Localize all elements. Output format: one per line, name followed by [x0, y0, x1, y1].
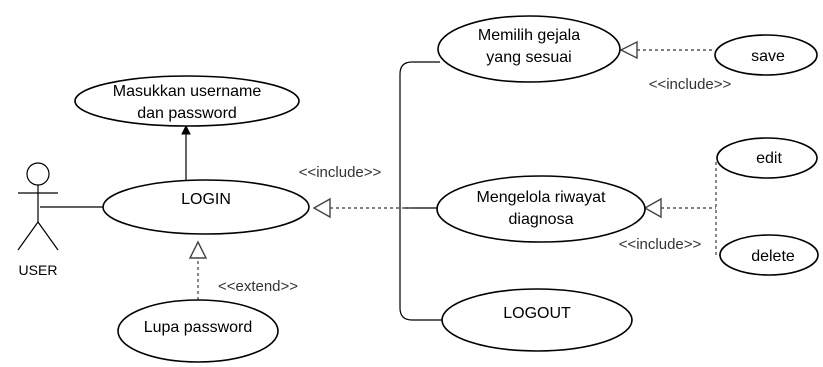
usecase-memilih-line2: yang sesuai — [486, 49, 571, 66]
usecase-mengelola-shape — [436, 175, 646, 243]
usecase-masukkan-shape — [74, 75, 300, 127]
usecase-mengelola-line1: Mengelola riwayat — [477, 189, 607, 206]
extend-label: <<extend>> — [218, 278, 298, 295]
usecase-delete-shape — [719, 234, 819, 276]
usecase-mengelola-line2: diagnosa — [509, 211, 574, 228]
extend-arrowhead — [188, 240, 208, 259]
edit-delete-bracket — [715, 161, 734, 256]
actor-head — [26, 162, 50, 186]
include-label-edit-delete: <<include>> — [619, 236, 702, 253]
usecase-delete: delete — [719, 234, 819, 276]
usecase-memilih: Memilih gejala yang sesuai — [437, 15, 621, 83]
usecase-save-shape — [714, 34, 818, 76]
usecase-login-shape — [102, 179, 310, 235]
include-bracket — [399, 61, 442, 321]
usecase-save: save — [714, 34, 818, 76]
usecase-edit-shape — [716, 137, 818, 179]
actor-left-leg — [17, 221, 39, 251]
usecase-edit: edit — [716, 137, 818, 179]
usecase-login-label: LOGIN — [181, 191, 231, 208]
usecase-masukkan-line1: Masukkan username — [113, 83, 262, 100]
usecase-delete-label: delete — [751, 248, 795, 265]
usecase-edit-label: edit — [756, 150, 782, 167]
actor-user: USER — [17, 162, 59, 278]
usecase-logout-shape — [441, 288, 633, 352]
include-edit-delete-arrowhead — [643, 197, 662, 219]
usecase-login: LOGIN — [102, 179, 310, 235]
usecase-memilih-shape — [437, 15, 621, 83]
usecase-lupa-shape — [117, 299, 279, 363]
usecase-logout-label: LOGOUT — [503, 305, 571, 322]
usecase-masukkan: Masukkan username dan password — [74, 75, 300, 127]
arrowhead-masukkan — [181, 124, 191, 135]
usecase-mengelola: Mengelola riwayat diagnosa — [436, 175, 646, 243]
include-label-login: <<include>> — [299, 164, 382, 181]
usecase-lupa-password: Lupa password — [117, 299, 279, 363]
usecase-lupa-label: Lupa password — [144, 319, 253, 336]
actor-label: USER — [19, 262, 58, 278]
usecase-logout: LOGOUT — [441, 288, 633, 352]
usecase-save-label: save — [751, 48, 785, 65]
include-login-arrowhead — [312, 197, 331, 219]
include-label-save: <<include>> — [649, 76, 732, 93]
usecase-masukkan-line2: dan password — [137, 105, 237, 122]
include-save-arrowhead — [619, 40, 638, 60]
usecase-memilih-line1: Memilih gejala — [478, 27, 580, 44]
actor-right-leg — [37, 221, 59, 251]
